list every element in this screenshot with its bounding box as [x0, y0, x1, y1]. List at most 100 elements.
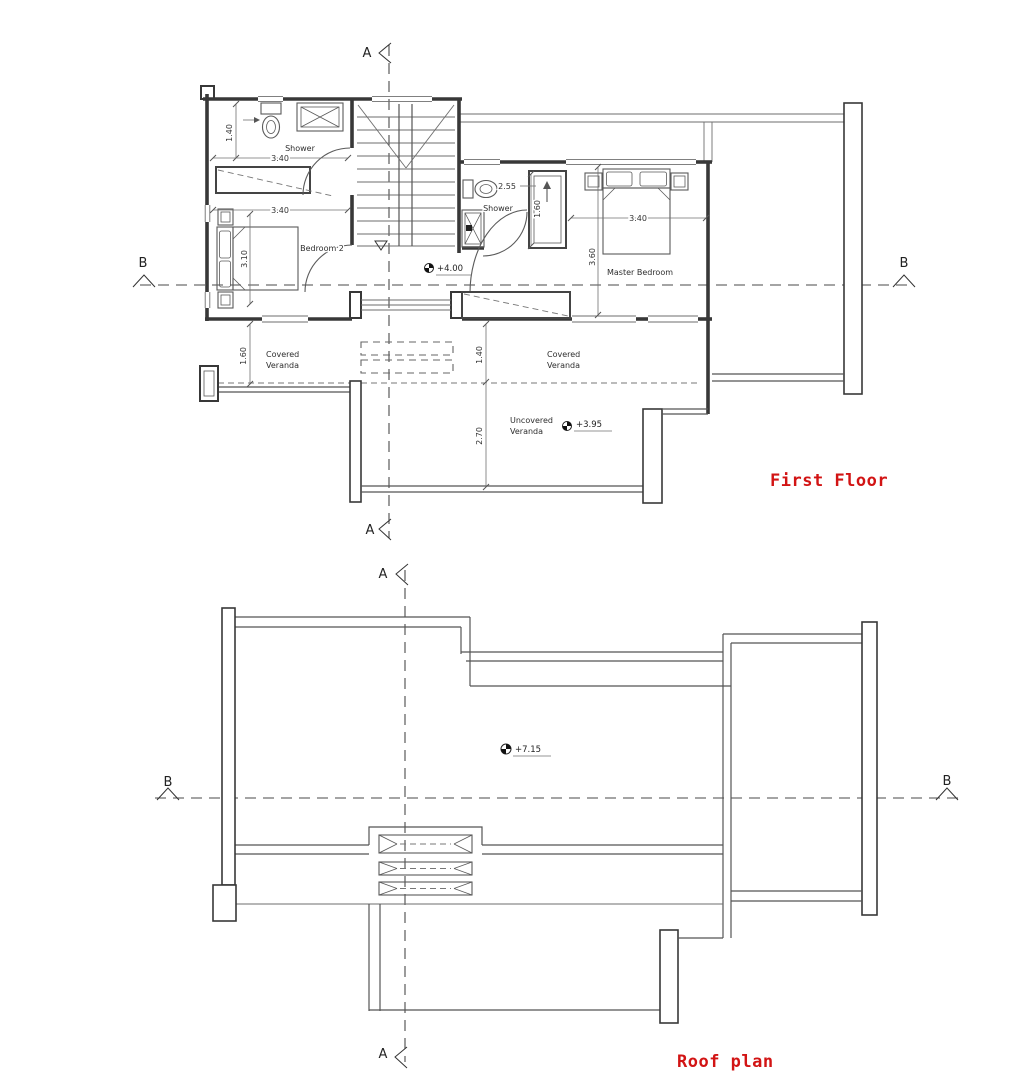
roof-right-parapet	[861, 621, 878, 916]
roof-section-b-left-arrow-icon	[156, 787, 180, 801]
first-floor-plan: A A B B	[132, 42, 916, 541]
svg-text:1.60: 1.60	[239, 347, 248, 365]
section-line-a: A A	[363, 42, 392, 541]
roof-section-line-b: B B	[155, 774, 959, 801]
svg-text:1.60: 1.60	[533, 200, 542, 218]
dim-bath-height: 1.40	[224, 100, 260, 162]
room-labels: Shower Bedroom 2 Shower Master Bedroom C…	[265, 143, 675, 438]
roof-terrace-outline	[459, 102, 863, 395]
bedroom2-door-swing	[304, 244, 353, 293]
pergola-beam-2	[378, 861, 473, 876]
roof-section-b-left-label: B	[164, 775, 173, 790]
roof-left-beam	[221, 607, 236, 886]
svg-text:3.40: 3.40	[271, 206, 289, 215]
pergola-beams	[378, 834, 473, 896]
dim-master-depth: 3.60	[587, 163, 602, 319]
level-hall-value: +4.00	[437, 264, 463, 274]
wardrobe-master-entry-icon	[461, 291, 571, 319]
master-entry-door-swing	[469, 209, 528, 294]
terrace-parapet-wall	[843, 102, 863, 395]
hall-pier-left	[349, 291, 362, 319]
roof-plan-title: Roof plan	[677, 1052, 774, 1072]
svg-text:1.40: 1.40	[475, 346, 484, 364]
svg-text:2.55: 2.55	[498, 182, 516, 191]
svg-text:3.40: 3.40	[629, 214, 647, 223]
section-b-right-arrow-icon	[892, 274, 916, 288]
benchmark-icon	[562, 421, 572, 431]
section-b-right-label: B	[900, 256, 909, 271]
closet-icon	[528, 170, 567, 249]
roof-section-a-bottom-label: A	[379, 1047, 388, 1062]
label-bedroom2: Bedroom 2	[300, 244, 344, 253]
shower-tray-left-icon	[296, 102, 344, 132]
section-line-b: B B	[132, 256, 916, 288]
roof-section-a-bottom-arrow-icon	[394, 1046, 408, 1069]
drain-icon	[466, 225, 472, 231]
dim-bath-width: 3.40	[209, 153, 352, 165]
label-covered-veranda-left-1: Covered	[266, 350, 299, 359]
label-covered-veranda-right-2: Veranda	[547, 361, 580, 370]
toilet-icon	[260, 102, 282, 139]
roof-section-b-right-arrow-icon	[935, 787, 959, 801]
dim-uncovered-depth: 2.70	[474, 384, 490, 491]
roof-section-a-top-arrow-icon	[395, 563, 409, 586]
label-master-bedroom: Master Bedroom	[607, 268, 673, 277]
roof-section-a-top-label: A	[379, 567, 388, 582]
section-b-left-arrow-icon	[132, 274, 156, 288]
master-bed-icon	[584, 168, 689, 255]
first-floor-title: First Floor	[770, 471, 888, 491]
closet-arrow-icon	[543, 181, 551, 189]
roof-outline	[212, 607, 878, 1024]
staircase	[357, 104, 455, 251]
label-covered-veranda-left-2: Veranda	[266, 361, 299, 370]
section-a-top-arrow-icon	[378, 42, 392, 64]
svg-text:3.10: 3.10	[240, 250, 249, 268]
dim-closet-depth: 1.60	[527, 170, 544, 250]
roof-column	[659, 929, 679, 1024]
svg-text:3.60: 3.60	[588, 248, 597, 266]
hall-pier-right	[450, 291, 463, 319]
level-marker-hall: +4.00	[424, 263, 472, 276]
toilet-right-icon	[462, 179, 498, 199]
roof-section-line-a: A A	[379, 563, 409, 1069]
wardrobe-bath-icon	[215, 166, 334, 197]
pergola-beam-3	[378, 881, 473, 896]
dim-wc-width: 2.55	[497, 181, 536, 193]
label-uncovered-veranda-2: Veranda	[510, 427, 543, 436]
pergola-beam-above-1	[360, 341, 454, 356]
level-uncovered-value: +3.95	[576, 420, 602, 430]
dim-master-width: 3.40	[567, 213, 710, 225]
label-shower-right: Shower	[483, 204, 514, 213]
dim-bedroom2-depth: 3.10	[239, 210, 254, 308]
level-marker-roof: +7.15	[500, 743, 551, 757]
windows	[204, 96, 698, 323]
roof-plan: A A B B	[155, 563, 959, 1072]
veranda	[199, 341, 708, 504]
dimensions: 1.40 3.40 3.40 3.10 2.55	[209, 100, 710, 491]
label-shower-left: Shower	[285, 144, 316, 153]
section-a-bottom-arrow-icon	[378, 518, 392, 541]
level-roof-value: +7.15	[515, 745, 541, 755]
dim-veranda-right: 1.40	[474, 320, 490, 386]
bedroom2-bed-icon	[216, 208, 299, 309]
dim-veranda-left: 1.60	[238, 320, 254, 388]
bathroom-left	[215, 102, 351, 197]
section-a-bottom-label: A	[366, 523, 375, 538]
benchmark-icon	[501, 744, 511, 754]
bathroom-door-swing	[302, 147, 351, 196]
roof-section-b-right-label: B	[943, 774, 952, 789]
roof-left-beam-foot	[212, 884, 237, 922]
wc-door-swing	[482, 211, 528, 257]
svg-text:1.40: 1.40	[225, 124, 234, 142]
label-uncovered-veranda-1: Uncovered	[510, 416, 553, 425]
svg-text:3.40: 3.40	[271, 154, 289, 163]
section-a-top-label: A	[363, 46, 372, 61]
uncovered-veranda-wall	[642, 408, 663, 504]
stair-direction-arrow-icon	[374, 240, 388, 251]
veranda-column	[199, 365, 219, 402]
label-covered-veranda-right-1: Covered	[547, 350, 580, 359]
veranda-wall	[349, 380, 362, 503]
shower-tray-right-icon	[461, 209, 485, 248]
dim-bedroom2-width: 3.40	[209, 205, 352, 217]
